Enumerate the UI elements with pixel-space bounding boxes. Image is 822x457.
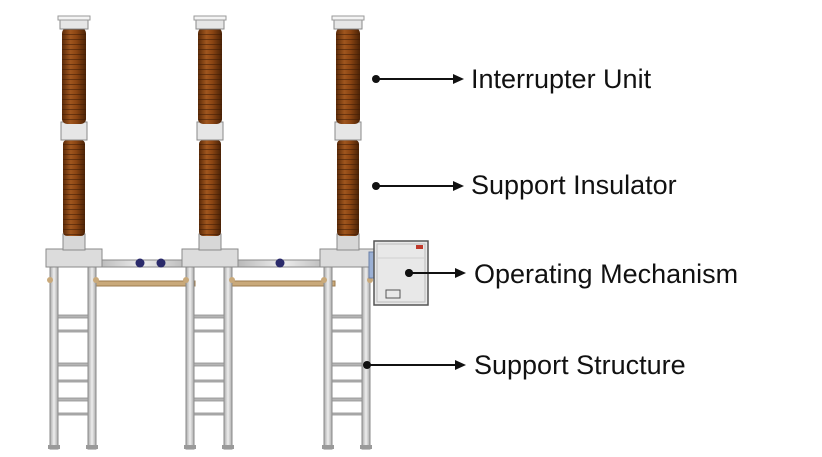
- insulator-flange: [196, 121, 224, 141]
- breaker-pole: [181, 15, 239, 450]
- linkage-bolt: [275, 258, 285, 268]
- label-support-structure: Support Structure: [474, 350, 686, 380]
- arrow-interrupter-unit: [372, 74, 464, 84]
- linkage-bolt: [135, 258, 145, 268]
- insulator-flange: [334, 121, 362, 141]
- breaker-pole: [45, 15, 103, 450]
- breaker-pole: [319, 15, 377, 450]
- leader-arrows: [363, 74, 466, 370]
- arrow-support-insulator: [372, 181, 464, 191]
- arrow-operating-mechanism: [405, 268, 466, 278]
- support-insulator: [62, 140, 86, 251]
- linkage-bolt: [156, 258, 166, 268]
- arrow-support-structure: [363, 360, 466, 370]
- support-structure: [181, 248, 239, 450]
- interrupter-unit: [331, 15, 365, 124]
- interrupter-unit: [57, 15, 91, 124]
- insulator-flange: [60, 121, 88, 141]
- support-insulator: [336, 140, 360, 251]
- interrupter-unit: [193, 15, 227, 124]
- support-structure: [319, 248, 377, 450]
- support-insulator: [198, 140, 222, 251]
- label-support-insulator: Support Insulator: [471, 170, 677, 200]
- support-structure: [45, 248, 103, 450]
- label-operating-mechanism: Operating Mechanism: [474, 259, 739, 289]
- label-interrupter-unit: Interrupter Unit: [471, 64, 652, 94]
